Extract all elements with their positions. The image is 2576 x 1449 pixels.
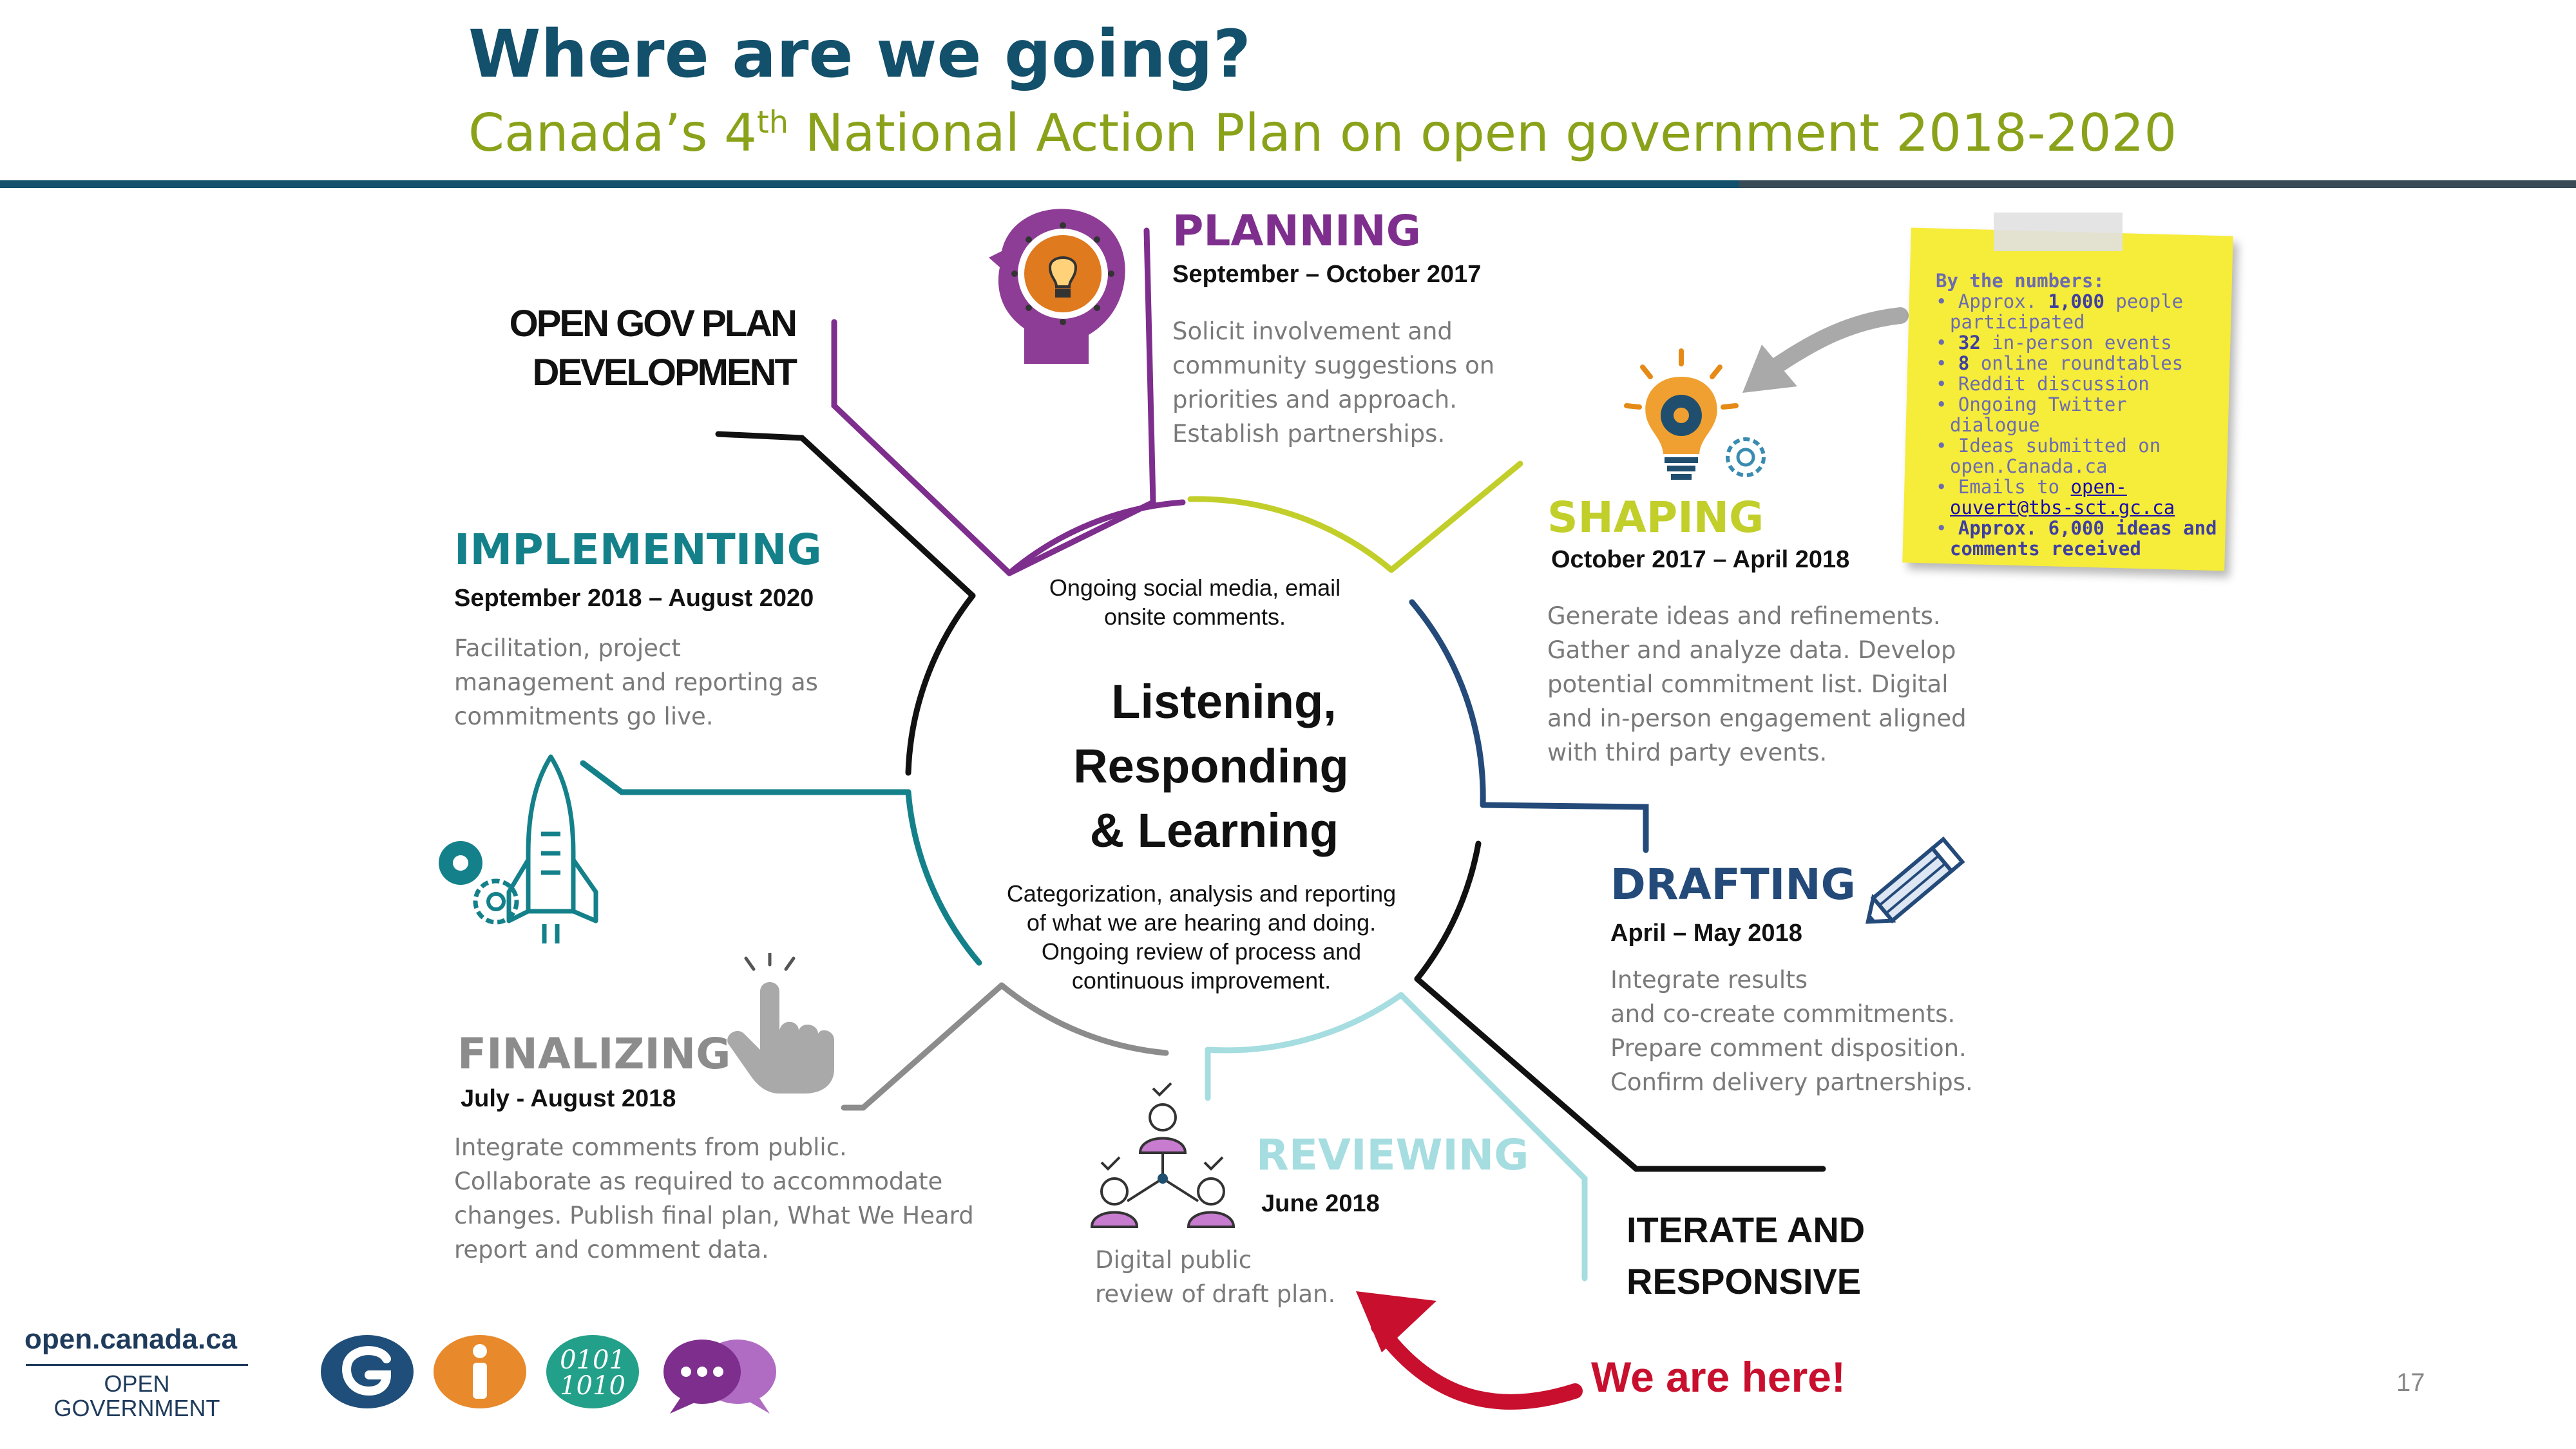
people-network-icon <box>1090 1082 1236 1228</box>
note-item: • Reddit discussion <box>1936 373 2150 395</box>
note-item: • 32 in-person events <box>1936 332 2172 354</box>
site-logo-text: open.canada.ca <box>24 1323 238 1355</box>
speech-bubbles-icon <box>663 1340 776 1414</box>
note-item: • Ongoing Twitter dialogue <box>1936 393 2127 436</box>
shaping-connector <box>1388 460 1523 573</box>
implementing-dates: September 2018 – August 2020 <box>454 585 814 612</box>
sticky-note-text: By the numbers: • Approx. 1,000 people p… <box>1936 270 2219 559</box>
note-item: • Approx. 6,000 ideas and comments recei… <box>1936 517 2217 560</box>
shaping-desc: Generate ideas and refinements. Gather a… <box>1547 602 1967 766</box>
center-top-note: Ongoing social media, email onsite comme… <box>1049 574 1341 630</box>
g-logo-icon <box>321 1335 414 1408</box>
grey-arrow-head <box>1742 345 1797 393</box>
planning-dates: September – October 2017 <box>1172 261 1482 288</box>
note-item: • Approx. 1,000 people participated <box>1936 290 2184 333</box>
head-lightbulb-icon <box>989 209 1125 364</box>
shaping-dates: October 2017 – April 2018 <box>1551 546 1850 573</box>
finalizing-desc: Integrate comments from public. Collabor… <box>454 1133 974 1264</box>
reviewing-desc: Digital public review of draft plan. <box>1095 1246 1336 1308</box>
open-government-label: OPEN GOVERNMENT <box>53 1370 220 1421</box>
drafting-title: DRAFTING <box>1610 860 1856 909</box>
rocket-gears-icon <box>439 754 598 943</box>
planning-title: PLANNING <box>1172 206 1421 256</box>
implementing-arc <box>905 789 982 966</box>
drafting-desc: Integrate results and co-create commitme… <box>1610 966 1973 1096</box>
planning-desc: Solicit involvement and community sugges… <box>1172 317 1495 448</box>
drafting-dates: April – May 2018 <box>1610 920 1802 947</box>
finalizing-dates: July - August 2018 <box>461 1085 676 1112</box>
finalizing-title: FINALIZING <box>457 1029 731 1079</box>
pointing-hand-icon <box>727 953 834 1094</box>
implementing-title: IMPLEMENTING <box>454 525 822 574</box>
planning-connector-right <box>1006 227 1156 576</box>
reviewing-connector-right <box>1398 992 1588 1282</box>
we-are-here-label: We are here! <box>1591 1353 1846 1401</box>
iterate-heading: ITERATE AND RESPONSIVE <box>1627 1209 1865 1302</box>
reviewing-arc <box>1205 992 1404 1054</box>
lightbulb-gear-icon <box>1624 348 1766 480</box>
finalizing-connector <box>841 982 1005 1111</box>
note-item: • 8 online roundtables <box>1936 352 2184 374</box>
planning-arc <box>1006 499 1186 576</box>
planning-connector-left <box>831 319 1013 576</box>
drafting-connector <box>1480 802 1649 853</box>
pencil-icon <box>1865 836 1965 924</box>
reviewing-dates: June 2018 <box>1261 1190 1380 1217</box>
note-item: • Emails to open-ouvert@tbs-sct.gc.ca <box>1936 476 2175 518</box>
center-main-text: Listening, Responding & Learning <box>1073 675 1349 857</box>
shaping-title: SHAPING <box>1547 493 1764 542</box>
drafting-arc <box>1409 599 1486 808</box>
shaping-arc <box>1187 496 1395 573</box>
note-item: • Ideas submitted on open.Canada.ca <box>1936 435 2161 477</box>
development-arc <box>905 592 976 776</box>
red-arrow-head <box>1356 1291 1436 1352</box>
page-title: Where are we going? <box>468 16 1251 93</box>
development-connector <box>715 431 976 599</box>
info-icon <box>434 1335 526 1408</box>
binary-icon: 0101 1010 <box>546 1335 639 1408</box>
center-bottom-note: Categorization, analysis and reporting o… <box>1006 880 1397 994</box>
email-link[interactable]: open-ouvert@tbs-sct.gc.ca <box>1950 476 2175 518</box>
page-number: 17 <box>2396 1368 2425 1397</box>
reviewing-title: REVIEWING <box>1256 1130 1529 1180</box>
finalizing-arc <box>998 982 1169 1056</box>
grey-arrow <box>1757 307 1909 382</box>
implementing-desc: Facilitation, project management and rep… <box>454 634 818 730</box>
svg-text:1010: 1010 <box>560 1371 625 1401</box>
header-bar-accent <box>0 180 1739 188</box>
sticky-note-tape <box>1994 213 2123 251</box>
dev-heading: OPEN GOV PLAN DEVELOPMENT <box>509 303 797 393</box>
svg-text:0101: 0101 <box>560 1345 625 1375</box>
implementing-connector <box>580 760 911 795</box>
logo-divider <box>26 1364 248 1366</box>
red-arrow <box>1371 1319 1583 1410</box>
iterate-connector <box>1414 976 1826 1172</box>
iterate-arc <box>1414 840 1482 982</box>
page-subtitle: Canada’s 4th National Action Plan on ope… <box>468 103 2177 163</box>
